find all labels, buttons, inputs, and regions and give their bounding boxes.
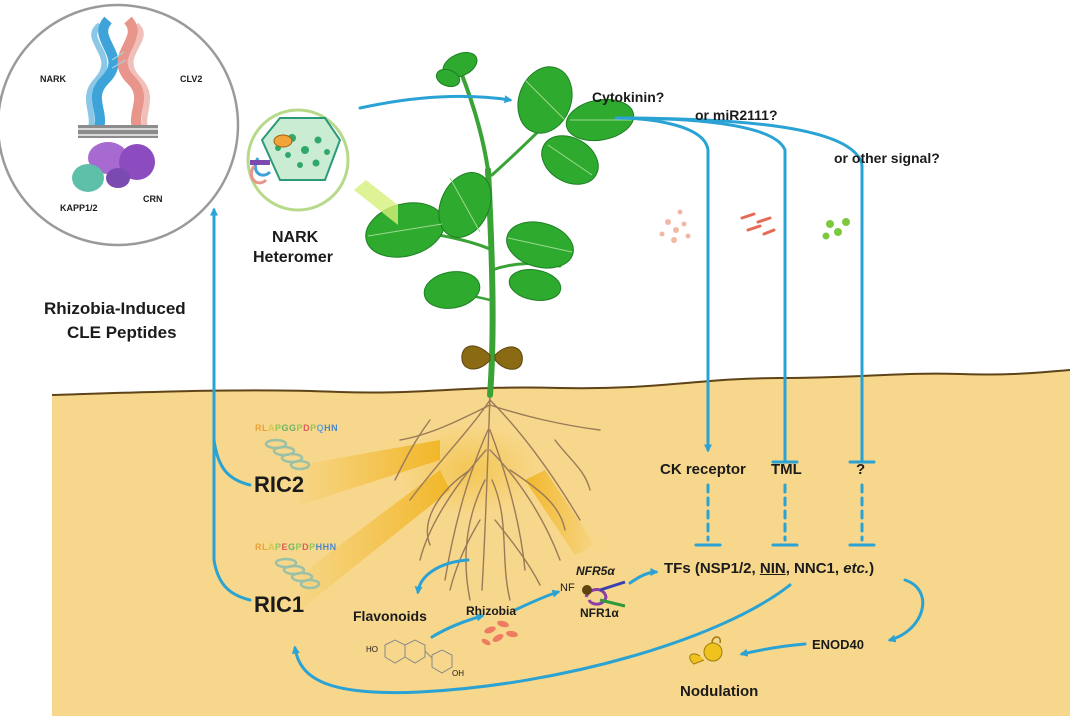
soil-region (52, 370, 1070, 716)
nf-label: NF (560, 583, 575, 594)
peptide-residue: N (331, 423, 338, 433)
ric2-peptide-helix (262, 434, 312, 474)
tfs-etc: etc. (843, 560, 869, 577)
enod40-label: ENOD40 (812, 638, 864, 651)
nodulation-label: Nodulation (680, 684, 758, 699)
tfs-nin: NIN (760, 560, 786, 577)
cytokinin-particles (660, 210, 691, 244)
peptide-residue: R (255, 423, 262, 433)
cytokinin-label: Cytokinin? (592, 90, 664, 104)
peptide-residue: R (255, 542, 262, 552)
crn-label: CRN (143, 195, 163, 204)
nark-heteromer-label-line1: NARK (272, 230, 318, 246)
kapp-label: KAPP1/2 (60, 204, 98, 213)
receptor-inset (0, 5, 238, 245)
flavonoids-label: Flavonoids (353, 609, 427, 623)
rhizobia-label: Rhizobia (466, 605, 516, 617)
ric2-label: RIC2 (254, 474, 304, 496)
peptide-residue: A (268, 542, 275, 552)
nark-heteromer-label-line2: Heteromer (253, 250, 333, 266)
other-signal-label: or other signal? (834, 151, 940, 165)
peptide-residue: A (268, 423, 275, 433)
nark-label: NARK (40, 75, 66, 84)
nark-heteromer-cell (248, 110, 398, 225)
mir2111-particles (742, 214, 774, 234)
tml-label: TML (771, 462, 802, 477)
rhizobia-induced-label-line2: CLE Peptides (67, 324, 177, 341)
peptide-residue: G (282, 423, 290, 433)
ric1-peptide-helix (272, 553, 322, 593)
tfs-suffix: ) (869, 560, 874, 577)
ric1-peptide-sequence: RLAPEGPDPHHN (255, 543, 337, 552)
peptide-residue: N (330, 542, 337, 552)
rhizobia-induced-label-line1: Rhizobia-Induced (44, 300, 186, 317)
ric2-peptide-sequence: RLAPGGPDPQHN (255, 424, 338, 433)
peptide-residue: G (288, 542, 296, 552)
ho-label: HO (366, 646, 378, 654)
peptide-residue: D (303, 423, 310, 433)
clv2-label: CLV2 (180, 75, 202, 84)
nfr1-label: NFR1α (580, 607, 619, 619)
oh-label: OH (452, 670, 464, 678)
mir2111-label: or miR2111? (695, 108, 778, 122)
tfs-middle: , NNC1, (786, 560, 844, 577)
peptide-residue: H (316, 542, 323, 552)
ric1-label: RIC1 (254, 594, 304, 616)
peptide-residue: Q (317, 423, 325, 433)
ck-receptor-label: CK receptor (660, 462, 746, 477)
other-signal-particles (823, 218, 851, 240)
nfr5-label: NFR5α (576, 565, 615, 577)
plant-leaves (360, 47, 637, 312)
peptide-residue: H (323, 542, 330, 552)
peptide-residue: D (302, 542, 309, 552)
transcription-factors-label: TFs (NSP1/2, NIN, NNC1, etc.) (664, 561, 874, 576)
peptide-residue: G (289, 423, 297, 433)
unknown-target-label: ? (856, 462, 865, 477)
tfs-prefix: TFs (NSP1/2, (664, 560, 760, 577)
